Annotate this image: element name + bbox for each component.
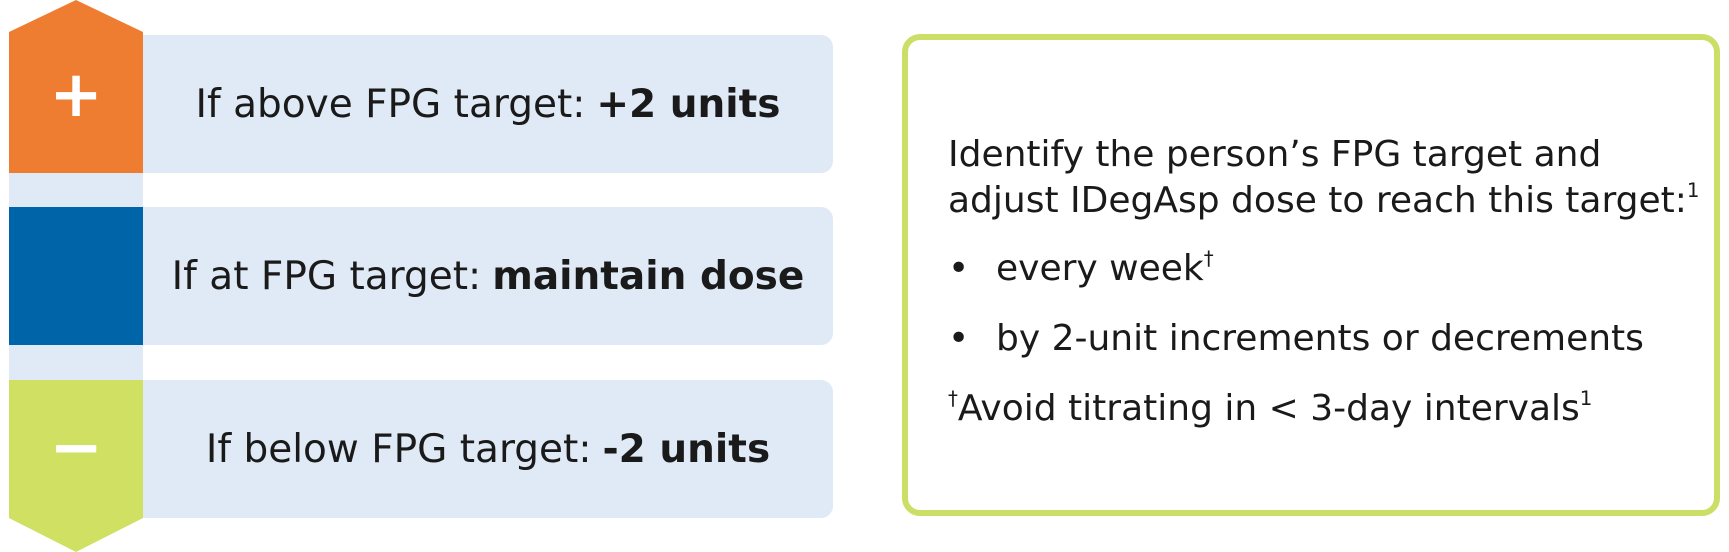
row-action: -2 units xyxy=(602,426,771,472)
row-condition: If below FPG target: xyxy=(205,426,592,472)
bullet-text: every week xyxy=(996,248,1204,289)
intro-reference: 1 xyxy=(1686,179,1700,203)
bullet-icon: • xyxy=(948,248,970,289)
footnote-mark: † xyxy=(948,387,958,411)
footnote-reference: 1 xyxy=(1579,387,1593,411)
maintain-block xyxy=(9,207,143,345)
row-at-target: If at FPG target: maintain dose xyxy=(143,207,833,345)
increase-block xyxy=(9,0,143,173)
footnote: †Avoid titrating in < 3-day intervals1 xyxy=(948,386,1592,432)
row-below-target: If below FPG target: -2 units xyxy=(143,380,833,518)
intro-text: Identify the person’s FPG target and adj… xyxy=(948,134,1687,221)
titration-indicator-column xyxy=(9,0,143,552)
instruction-box: Identify the person’s FPG target and adj… xyxy=(902,34,1720,516)
gap-block xyxy=(9,345,143,380)
bullet-text: by 2-unit increments or decrements xyxy=(996,318,1644,359)
bullet-item: • every week† xyxy=(948,246,1214,292)
gap-block xyxy=(9,173,143,207)
row-action: +2 units xyxy=(596,81,781,127)
minus-icon: − xyxy=(49,411,103,485)
bullet-footnote-mark: † xyxy=(1203,247,1214,271)
bullet-icon: • xyxy=(948,318,970,359)
row-action: maintain dose xyxy=(492,253,805,299)
row-condition: If at FPG target: xyxy=(171,253,482,299)
instruction-intro: Identify the person’s FPG target and adj… xyxy=(948,132,1708,224)
bullet-item: • by 2-unit increments or decrements xyxy=(948,316,1644,362)
row-condition: If above FPG target: xyxy=(195,81,586,127)
row-above-target: If above FPG target: +2 units xyxy=(143,35,833,173)
decrease-block xyxy=(9,380,143,552)
footnote-text: Avoid titrating in < 3-day intervals xyxy=(957,388,1580,429)
indicator-graphic xyxy=(9,0,143,552)
plus-icon: + xyxy=(49,58,103,132)
